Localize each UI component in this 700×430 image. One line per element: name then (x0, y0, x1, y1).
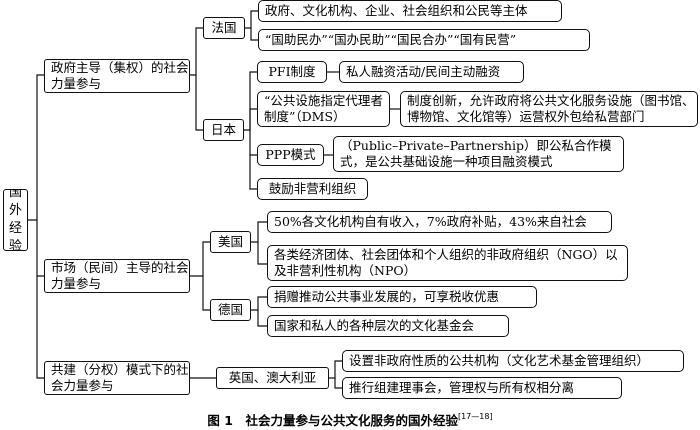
france-item-1-text: 政府、文化机构、企业、社会组织和公民等主体 (265, 3, 528, 18)
caption-text: 图 1 社会力量参与公共文化服务的国外经验 (207, 413, 458, 428)
pfi-label: PFI制度 (268, 64, 316, 79)
france-item-1: 政府、文化机构、企业、社会组织和公民等主体 (258, 0, 562, 22)
node-germany: 德国 (210, 299, 251, 321)
ppp-label: PPP模式 (265, 147, 316, 162)
dms-label: “公共设施指定代理者制度”（DMS） (264, 93, 383, 124)
branch-government-led: 政府主导（集权）的社会力量参与 (44, 59, 190, 93)
germany-label: 德国 (217, 302, 243, 317)
pfi-desc-text: 私人融资活动/民间主动融资 (346, 64, 501, 79)
caption-reference: [17—18] (457, 412, 493, 421)
dms-desc: 制度创新，允许政府将公共文化服务设施（图书馆、博物馆、文化馆等）运营权外包给私营… (400, 91, 698, 127)
germany-item-1-text: 捐赠推动公共事业发展的，可享税收优惠 (274, 289, 500, 304)
branch-co-construction-label: 共建（分权）模式下的社会力量参与 (51, 362, 189, 393)
node-japan: 日本 (203, 119, 244, 141)
branch-co-construction: 共建（分权）模式下的社会力量参与 (44, 361, 190, 395)
france-item-2: “国助民办”“国办民助”“国民合办”“国有民营” (258, 29, 590, 51)
ppp-desc: （Public–Private–Partnership）即公私合作模式，是公共基… (333, 136, 624, 172)
germany-item-1: 捐赠推动公共事业发展的，可享税收优惠 (267, 286, 537, 308)
branch-government-led-label: 政府主导（集权）的社会力量参与 (51, 60, 189, 91)
root-node: 国外经验 (3, 189, 28, 251)
figure-caption: 图 1 社会力量参与公共文化服务的国外经验[17—18] (0, 410, 700, 429)
branch-market-led-label: 市场（民间）主导的社会力量参与 (51, 260, 189, 291)
usa-item-2: 各类经济团体、社会团体和个人组织的非政府组织（NGO）以及非营利性机构（NPO） (267, 245, 628, 281)
germany-item-2-text: 国家和私人的各种层次的文化基金会 (274, 318, 475, 333)
node-ppp: PPP模式 (257, 144, 324, 166)
ppp-desc-text: （Public–Private–Partnership）即公私合作模式，是公共基… (340, 138, 612, 169)
france-label: 法国 (211, 20, 237, 35)
node-uk-australia: 英国、澳大利亚 (216, 367, 329, 389)
usa-item-2-text: 各类经济团体、社会团体和个人组织的非政府组织（NGO）以及非营利性机构（NPO） (274, 247, 618, 278)
nonprofit-label: 鼓励非营利组织 (268, 181, 357, 196)
node-dms: “公共设施指定代理者制度”（DMS） (257, 91, 390, 127)
japan-label: 日本 (210, 122, 236, 137)
pfi-desc: 私人融资活动/民间主动融资 (339, 61, 524, 83)
branch-market-led: 市场（民间）主导的社会力量参与 (44, 259, 190, 293)
ukau-item-2: 推行组建理事会，管理权与所有权相分离 (342, 377, 622, 399)
node-pfi: PFI制度 (257, 61, 327, 83)
ukau-item-1-text: 设置非政府性质的公共机构（文化艺术基金管理组织） (349, 353, 650, 368)
node-usa: 美国 (210, 231, 251, 253)
root-label: 国外经验 (8, 189, 22, 251)
usa-item-1-text: 50%各文化机构自有收入，7%政府补贴，43%来自社会 (274, 214, 587, 229)
node-nonprofit: 鼓励非营利组织 (257, 178, 368, 200)
node-france: 法国 (203, 17, 245, 39)
uk-australia-label: 英国、澳大利亚 (228, 370, 317, 385)
usa-label: 美国 (217, 234, 243, 249)
ukau-item-1: 设置非政府性质的公共机构（文化艺术基金管理组织） (342, 350, 684, 372)
germany-item-2: 国家和私人的各种层次的文化基金会 (267, 315, 509, 337)
ukau-item-2-text: 推行组建理事会，管理权与所有权相分离 (349, 380, 575, 395)
france-item-2-text: “国助民办”“国办民助”“国民合办”“国有民营” (265, 32, 517, 47)
dms-desc-text: 制度创新，允许政府将公共文化服务设施（图书馆、博物馆、文化馆等）运营权外包给私营… (407, 93, 695, 124)
usa-item-1: 50%各文化机构自有收入，7%政府补贴，43%来自社会 (267, 211, 612, 233)
